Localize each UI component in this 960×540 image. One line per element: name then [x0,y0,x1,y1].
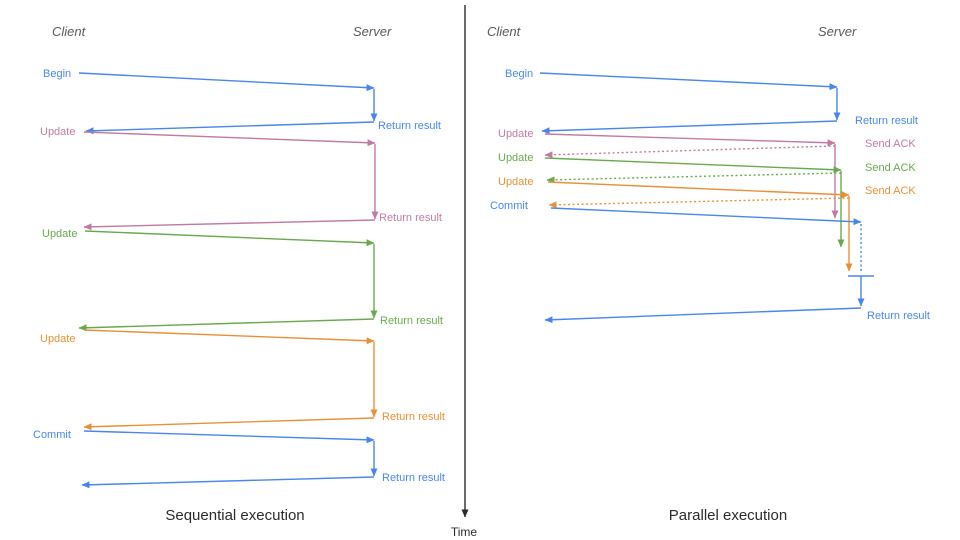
commit-response-arrow [81,476,375,489]
update-2-label: Update [42,228,77,240]
panel-title: Parallel execution [669,507,787,524]
send-ack-2-label: Send ACK [865,162,916,174]
update-3-request-arrow [547,181,850,199]
return-result-4-label: Return result [382,411,445,423]
update-1-label: Update [498,128,533,140]
update-3-ack-arrow [548,197,850,209]
update-1-response-arrow [83,219,376,231]
update-2-request-arrow [84,230,375,247]
begin-request-arrow [539,72,838,91]
commit-label: Commit [490,200,528,212]
commit-request-arrow [550,207,862,226]
return-result-2-label: Return result [379,212,442,224]
return-result-1-label: Return result [378,120,441,132]
begin-label: Begin [43,68,71,80]
time-axis: Time [451,5,478,539]
return-result-2-label: Return result [867,310,930,322]
update-1-request-arrow [544,133,836,147]
update-2-request-arrow [544,157,842,174]
update-1-ack-arrow [544,145,836,159]
return-result-5-label: Return result [382,472,445,484]
panel-title: Sequential execution [165,507,304,524]
begin-label: Begin [505,68,533,80]
return-result-1-label: Return result [855,115,918,127]
update-1-request-arrow [83,131,376,147]
server-heading: Server [353,24,392,39]
time-axis-label: Time [451,525,478,539]
update-3-request-arrow [83,329,375,345]
client-heading: Client [52,24,87,39]
update-2-response-arrow [78,318,375,332]
commit-response-arrow [544,307,862,324]
commit-request-arrow [83,430,375,444]
begin-response-arrow [85,121,375,135]
update-2-ack-arrow [546,172,842,184]
client-heading: Client [487,24,522,39]
begin-response-arrow [541,120,838,135]
send-ack-1-label: Send ACK [865,138,916,150]
begin-request-arrow [78,72,375,92]
send-ack-3-label: Send ACK [865,185,916,197]
update-3-label: Update [40,333,75,345]
update-3-response-arrow [83,417,375,431]
update-2-label: Update [498,152,533,164]
return-result-3-label: Return result [380,315,443,327]
update-3-label: Update [498,176,533,188]
commit-label: Commit [33,429,71,441]
update-1-label: Update [40,126,75,138]
server-heading: Server [818,24,857,39]
